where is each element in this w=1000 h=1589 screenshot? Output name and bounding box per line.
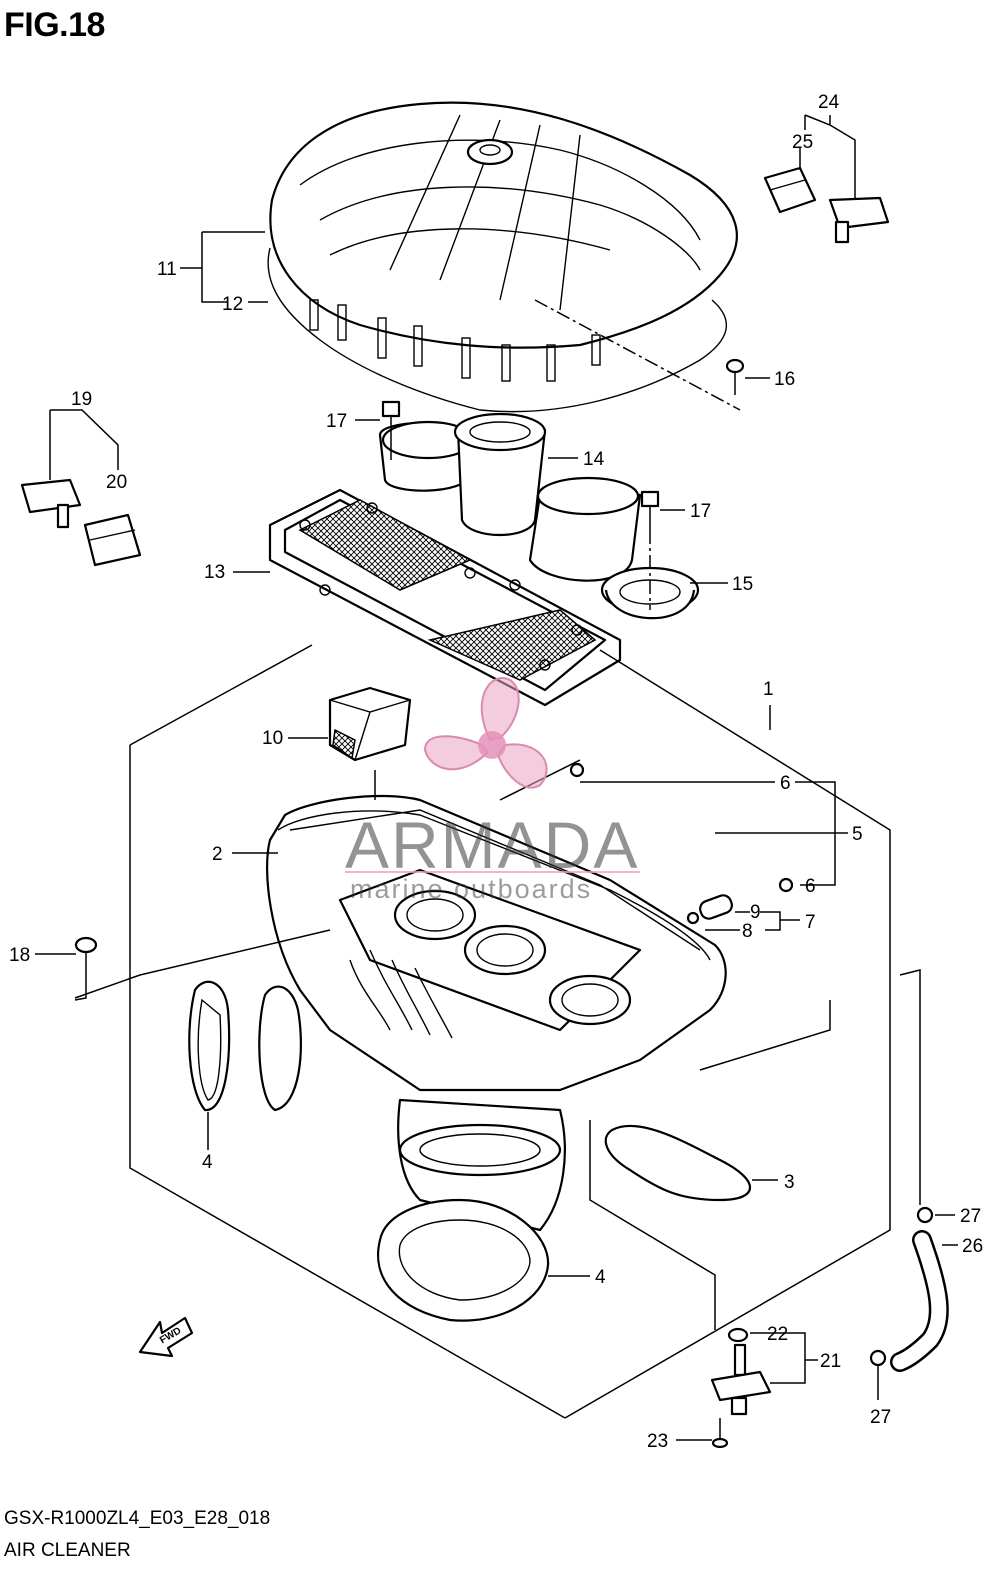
bolt-18 <box>74 936 98 975</box>
callout-4-left: 4 <box>202 1152 213 1173</box>
drain-hose-5 <box>569 737 794 893</box>
sensor-bracket-19 <box>20 478 142 567</box>
callout-9: 9 <box>750 902 761 923</box>
velocity-funnel-14 <box>378 412 547 536</box>
hose-26 <box>869 1206 949 1372</box>
callout-4-lower: 4 <box>595 1267 606 1288</box>
callout-8: 8 <box>742 921 753 942</box>
watermark-brand: ARMADA <box>345 808 639 882</box>
screw-23 <box>711 1418 729 1449</box>
plug-9 <box>686 894 733 925</box>
callout-25: 25 <box>792 132 813 153</box>
callout-26: 26 <box>962 1236 983 1257</box>
callout-27-lower: 27 <box>870 1407 891 1428</box>
figure-title: FIG.18 <box>4 6 105 44</box>
o-ring-3 <box>604 1124 751 1202</box>
callout-18: 18 <box>9 945 30 966</box>
callout-16: 16 <box>774 369 795 390</box>
fwd-arrow: FWD <box>138 1316 194 1358</box>
callout-17-lower: 17 <box>690 501 711 522</box>
figure-caption: AIR CLEANER <box>4 1540 131 1561</box>
callout-12: 12 <box>222 294 243 315</box>
callout-23: 23 <box>647 1431 668 1452</box>
callout-6-lower: 6 <box>805 876 816 897</box>
cover-seal-12 <box>267 247 728 413</box>
foam-block-10 <box>328 686 412 762</box>
callout-21: 21 <box>820 1351 841 1372</box>
watermark-propeller-icon <box>423 677 548 789</box>
callout-17-upper: 17 <box>326 411 347 432</box>
callout-13: 13 <box>204 562 225 583</box>
callout-11: 11 <box>157 259 177 280</box>
watermark-tagline: marine outboards <box>350 874 592 904</box>
callout-10: 10 <box>262 728 283 749</box>
callout-14: 14 <box>583 449 605 470</box>
watermark: ARMADA marine outboards <box>345 677 640 904</box>
drain-plug-21 <box>710 1327 772 1416</box>
callout-24: 24 <box>818 92 840 113</box>
callout-1: 1 <box>763 679 774 700</box>
callout-15: 15 <box>732 574 753 595</box>
velocity-funnel-15 <box>528 476 700 620</box>
callout-20: 20 <box>106 472 127 493</box>
air-cleaner-cover <box>269 101 738 382</box>
callout-22: 22 <box>767 1324 788 1345</box>
bolt-16 <box>725 358 745 395</box>
callout-6-upper: 6 <box>780 773 791 794</box>
duct-seal-4-lower <box>377 1198 550 1322</box>
duct-seal-4-left <box>188 980 302 1112</box>
air-cleaner-case <box>265 794 727 1232</box>
bolt-17-lower <box>640 490 660 530</box>
callout-2: 2 <box>212 844 223 865</box>
callout-7: 7 <box>805 912 816 933</box>
callout-labels: 1 2 3 4 4 5 6 6 7 8 9 10 11 12 13 14 15 … <box>9 92 983 1452</box>
callout-5: 5 <box>852 824 863 845</box>
case-gasket-2 <box>277 810 711 961</box>
drawing-code: GSX-R1000ZL4_E03_E28_018 <box>4 1508 271 1529</box>
air-filter-element <box>268 488 622 707</box>
callout-27-upper: 27 <box>960 1206 981 1227</box>
bolt-17-upper <box>381 400 401 440</box>
callout-19: 19 <box>71 389 92 410</box>
intake-air-temp-sensor <box>763 166 890 244</box>
callout-3: 3 <box>784 1172 795 1193</box>
